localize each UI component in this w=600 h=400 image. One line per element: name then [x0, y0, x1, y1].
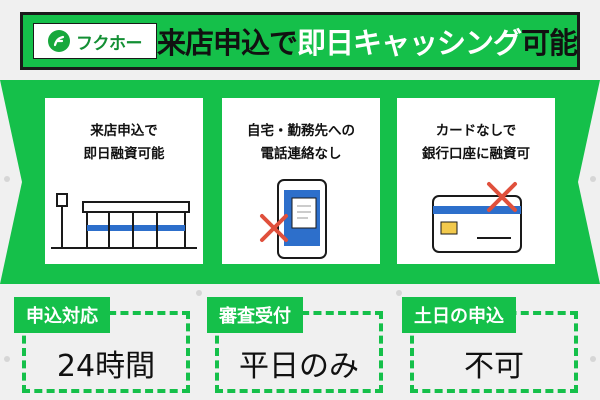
info-label: 申込対応 — [14, 297, 110, 333]
feature-card-no-call: 自宅・勤務先への 電話連絡なし — [222, 98, 380, 264]
info-value: 平日のみ — [239, 349, 359, 384]
card-crossed-icon — [432, 182, 522, 253]
feature-card-no-card: カードなしで 銀行口座に融資可 — [397, 98, 555, 264]
info-label: 土日の申込 — [402, 297, 516, 333]
feature-line1: カードなしで — [435, 123, 517, 139]
page-title: 来店申込で即日キャッシング可能 — [156, 20, 578, 62]
info-label: 審査受付 — [207, 297, 303, 333]
feature-line1: 来店申込で — [90, 123, 158, 139]
feature-line1: 自宅・勤務先への — [247, 123, 355, 139]
feature-card-store: 来店申込で 即日融資可能 — [45, 98, 203, 264]
logo-mark-icon — [47, 30, 70, 52]
feature-line2: 即日融資可能 — [83, 146, 165, 162]
feature-line2: 銀行口座に融資可 — [422, 146, 530, 162]
smartphone-no-call-icon — [260, 179, 327, 259]
store-icon — [51, 193, 197, 249]
info-value: 24時間 — [56, 349, 156, 384]
title-highlight: 即日キャッシング — [296, 26, 522, 60]
info-box-application-hours: 申込対応 24時間 — [14, 297, 190, 393]
header-banner: フクホー 来店申込で即日キャッシング可能 — [20, 12, 580, 70]
feature-line2: 電話連絡なし — [260, 146, 342, 162]
logo-text: フクホー — [75, 33, 143, 54]
title-plain: 来店申込で — [156, 26, 298, 60]
info-value: 不可 — [464, 349, 524, 384]
info-box-screening-hours: 審査受付 平日のみ — [207, 297, 383, 393]
brand-logo: フクホー — [33, 23, 157, 59]
info-box-weekend-application: 土日の申込 不可 — [402, 297, 578, 393]
title-end: 可能 — [520, 26, 578, 60]
feature-ribbon: 来店申込で 即日融資可能 自宅・勤務先への 電話連絡なし — [0, 72, 600, 284]
